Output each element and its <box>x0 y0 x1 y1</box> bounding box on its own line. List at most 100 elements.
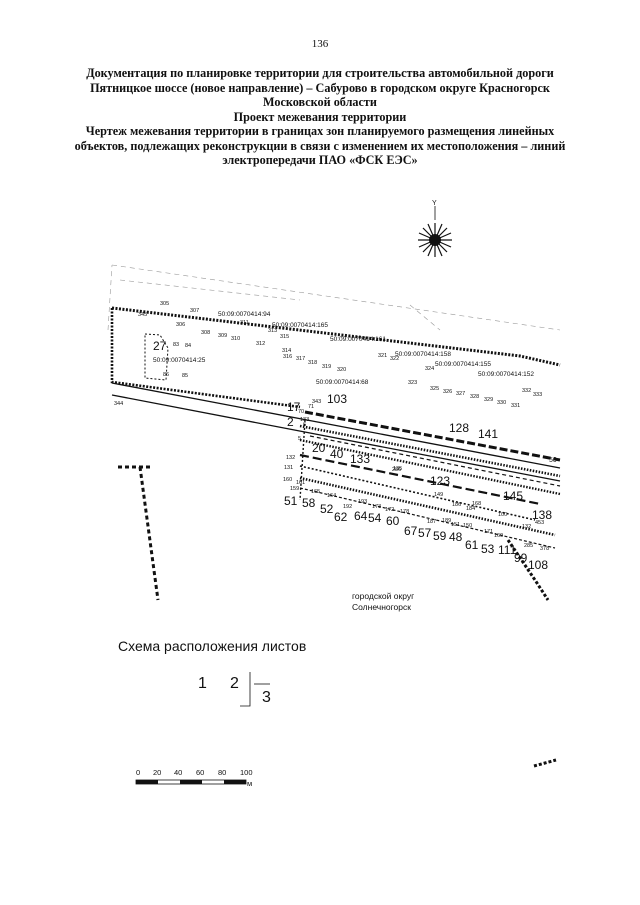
map-point-label: 309 <box>218 333 227 339</box>
title-line: Проект межевания территории <box>233 109 407 124</box>
map-point-label: 59 <box>433 529 447 543</box>
map-point-label: 286 <box>392 467 401 473</box>
cadastral-number: 50:09:0070414:158 <box>395 351 451 358</box>
map-point-label: 345 <box>138 312 147 318</box>
map-point-label: 135 <box>393 466 402 472</box>
map-point-label: 169 <box>494 533 503 539</box>
map-point-label: 50 <box>549 457 557 464</box>
map-point-label: 331 <box>511 403 520 409</box>
parcel-labels: 27 17 103 2 128 141 20 40 133 123 145 13… <box>153 339 557 572</box>
map-point-label: 84 <box>185 343 191 349</box>
scale-tick-label: 100 <box>240 768 253 777</box>
map-point-label: 324 <box>425 366 434 372</box>
map-point-label: 285 <box>524 543 533 549</box>
zone-boundary-upper <box>110 306 561 409</box>
map-point-label: 321 <box>378 353 387 359</box>
map-point-label: 332 <box>522 388 531 394</box>
map-point-label: 52 <box>320 502 334 516</box>
map-point-label: 149 <box>434 492 443 498</box>
map-point-label: 145 <box>503 489 523 503</box>
map-point-label: 2 <box>287 415 294 429</box>
scale-bar <box>135 779 247 785</box>
map-point-label: 192 <box>343 504 352 510</box>
page-number: 136 <box>311 38 329 50</box>
map-point-label: 305 <box>160 301 169 307</box>
map-point-label: 58 <box>302 496 316 510</box>
district-label: городской округ Солнечногорск <box>352 591 414 613</box>
map-point-label: 189 <box>442 518 451 524</box>
district-boundary <box>118 465 557 768</box>
map-point-label: 312 <box>256 341 265 347</box>
scale-unit: м <box>247 779 253 788</box>
map-point-label: 159 <box>290 486 299 492</box>
map-point-label: 111 <box>498 543 517 557</box>
map-point-label: 85 <box>182 373 188 379</box>
map-point-label: 172 <box>385 507 394 513</box>
map-point-label: 132 <box>286 455 295 461</box>
map-point-label: 20 <box>312 441 326 455</box>
map-point-label: 327 <box>456 391 465 397</box>
map-point-label: 53 <box>481 542 495 556</box>
map-point-label: 333 <box>533 392 542 398</box>
cadastral-number: 50:09:0070414:155 <box>435 361 491 368</box>
cadastral-number: 50:09:0070414:165 <box>272 322 328 329</box>
map-point-label: 325 <box>430 386 439 392</box>
map-point-label: 64 <box>354 509 368 523</box>
title-line: электропередачи ПАО «ФСК ЕЭС» <box>222 153 418 167</box>
map-point-label: 317 <box>296 356 305 362</box>
cadastral-number: 50:09:0070414:94 <box>218 311 271 318</box>
cadastral-number: 50:09:0070414:161 <box>330 336 386 343</box>
map-point-label: 123 <box>430 474 450 488</box>
cadastral-number: 50:09:0070414:25 <box>153 357 206 364</box>
map-point-label: 310 <box>231 336 240 342</box>
map-point-label: 168 <box>472 501 481 507</box>
title-line: Документация по планировке территории дл… <box>86 66 554 80</box>
map-point-label: 164 <box>327 493 336 499</box>
map-point-label: 141 <box>478 427 498 441</box>
map-point-label: 133 <box>350 452 370 466</box>
scale-tick-label: 20 <box>153 768 162 777</box>
map-point-label: 344 <box>114 401 123 407</box>
map-point-label: 67 <box>404 524 418 538</box>
map-point-label: 17 <box>287 400 301 414</box>
map-point-label: 100 <box>498 512 507 518</box>
scale-tick-label: 0 <box>136 768 141 777</box>
map-point-label: 131 <box>284 465 293 471</box>
title-line: объектов, подлежащих реконструкции в свя… <box>74 138 566 153</box>
cadastral-number: 50:09:0070414:68 <box>316 379 369 386</box>
map-point-label: 27 <box>153 339 167 353</box>
map-point-label: 328 <box>470 394 479 400</box>
map-point-label: 5 <box>298 436 301 442</box>
district-label-line: Солнечногорск <box>352 602 411 612</box>
map-point-label: 173 <box>372 504 381 510</box>
map-point-label: 378 <box>540 546 549 552</box>
map-point-label: 83 <box>173 342 179 348</box>
background-contours <box>107 264 561 331</box>
svg-text:Y: Y <box>432 200 437 207</box>
map-point-label: 128 <box>449 421 469 435</box>
map-point-label: 315 <box>280 334 289 340</box>
title-line: Московской области <box>263 95 377 109</box>
map-point-label: 313 <box>268 328 277 334</box>
map-point-label: 308 <box>201 330 210 336</box>
title-line: Чертеж межевания территории в границах з… <box>85 124 555 138</box>
map-point-label: 323 <box>408 380 417 386</box>
sheet-number: 1 <box>198 675 207 692</box>
map-point-label: 322 <box>390 356 399 362</box>
map-point-label: 184 <box>466 506 475 512</box>
map-point-label: 48 <box>449 530 463 544</box>
map-point-label: 86 <box>163 372 169 378</box>
title-line: Пятницкое шоссе (новое направление) – Са… <box>90 80 550 95</box>
sheet-number: 2 <box>230 675 239 692</box>
map-point-label: 319 <box>322 364 331 370</box>
map-point-label: 329 <box>484 397 493 403</box>
map-point-label: 326 <box>443 389 452 395</box>
sheet-scheme-caption: Схема расположения листов <box>118 638 307 654</box>
map-point-label: 108 <box>528 558 548 572</box>
scale-tick-label: 80 <box>218 768 227 777</box>
power-line-corridors <box>299 410 561 549</box>
map-point-label: 132 <box>522 524 531 530</box>
map-point-label: 186 <box>452 502 461 508</box>
map-point-label: 193 <box>358 499 367 505</box>
